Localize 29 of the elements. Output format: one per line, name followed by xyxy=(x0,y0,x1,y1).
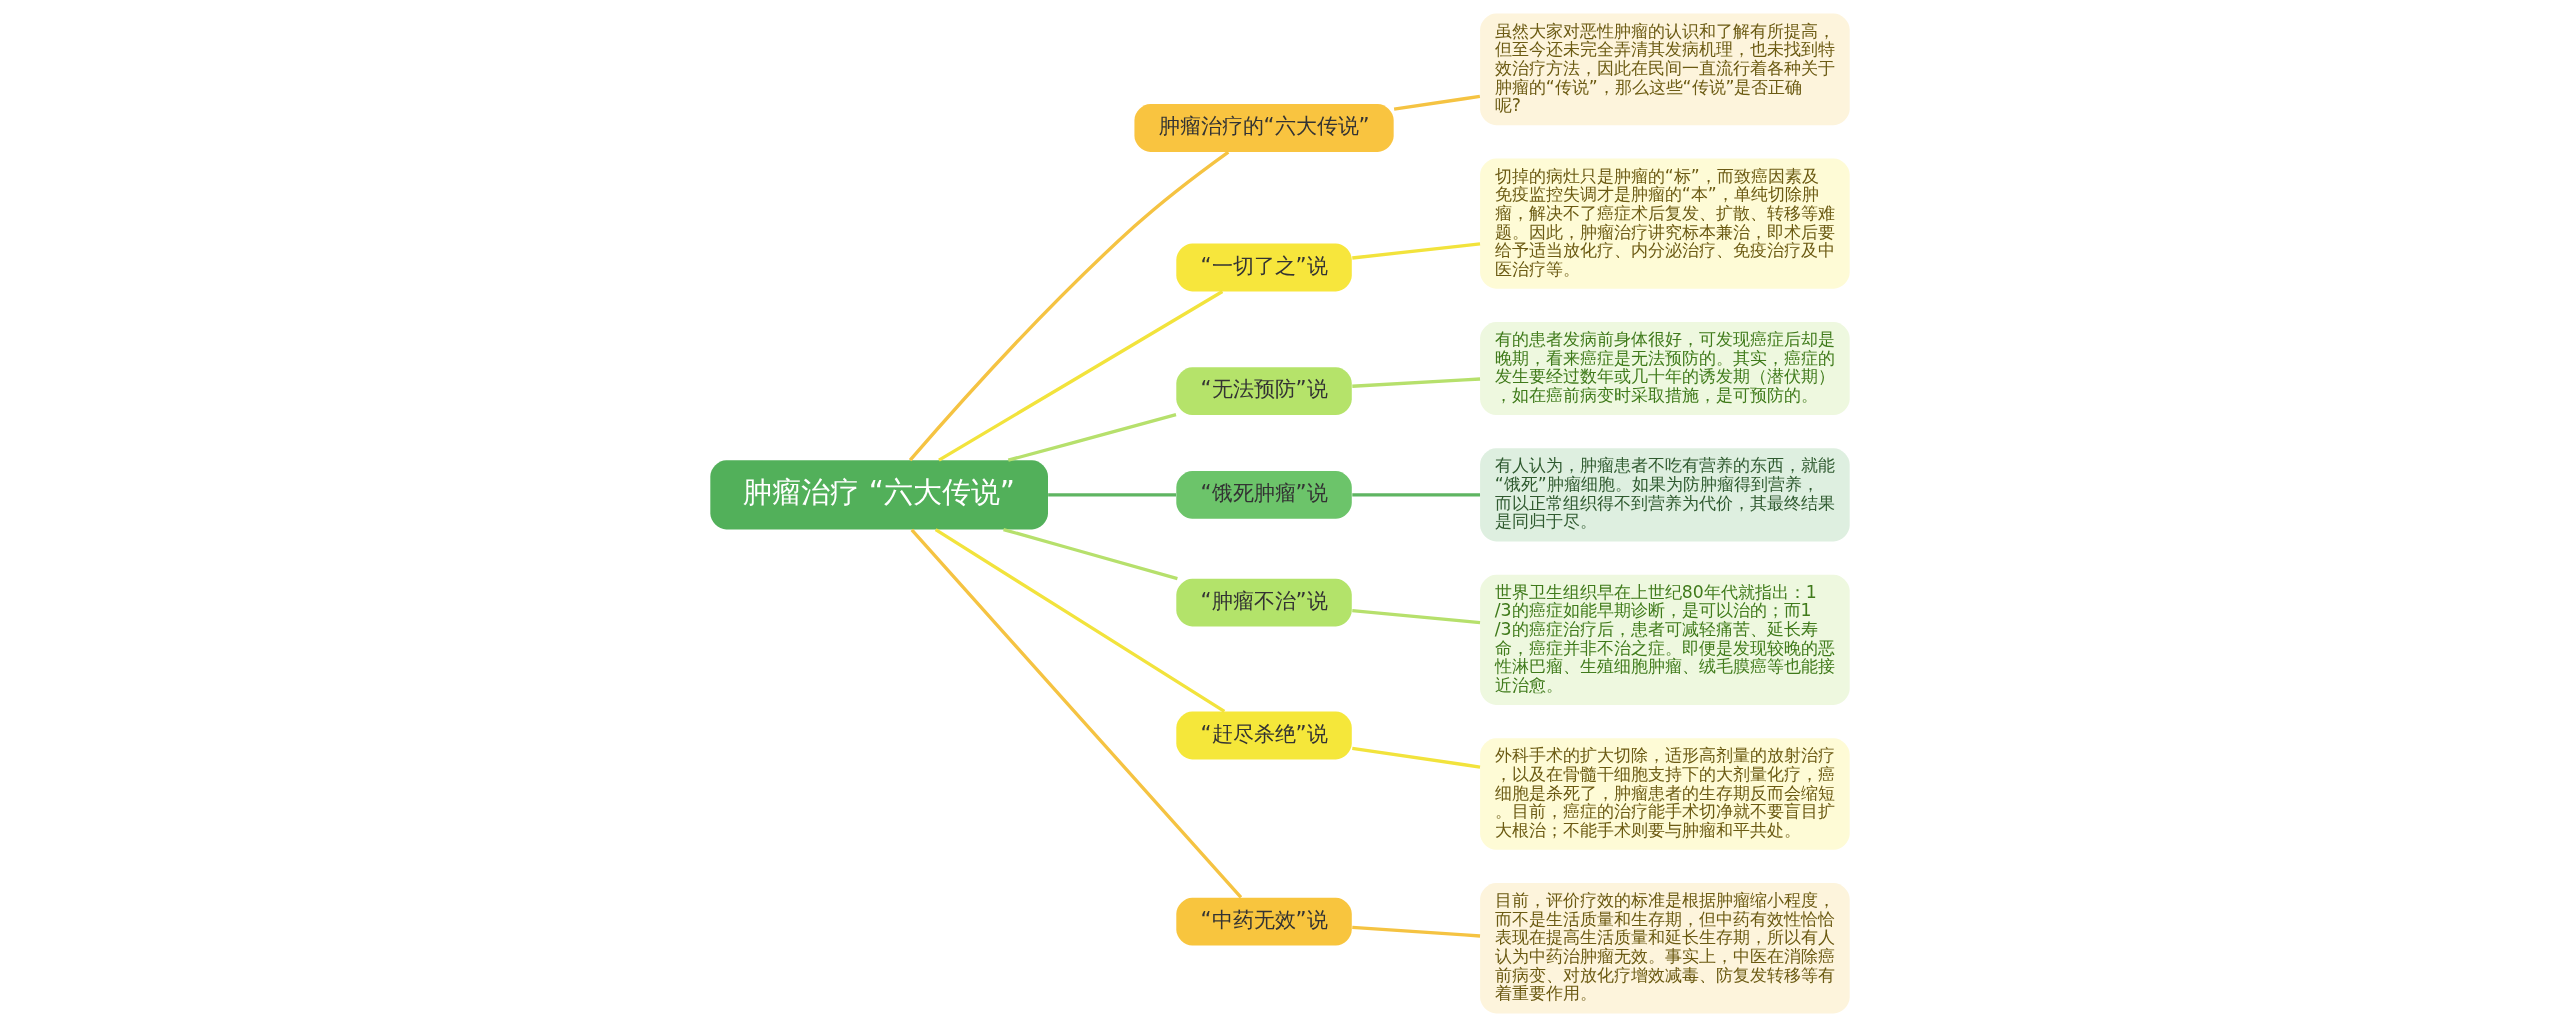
node-box: “肿瘤不治”说 xyxy=(1176,578,1352,627)
node-box: “一切了之”说 xyxy=(1176,243,1352,292)
node-box: 有的患者发病前身体很好，可发现癌症后却是晚期，看来癌症是无法预防的。其实，癌症的发生要经过数年或几十年的诱发期（潜伏期），如在癌前病变时采取措施，是可预防的。 xyxy=(1480,322,1850,416)
connector xyxy=(1048,493,1176,497)
connector xyxy=(1007,413,1177,462)
node-box: 有人认为，肿瘤患者不吃有营养的东西，就能“饿死”肿瘤细胞。如果为防肿瘤得到营养，而以正常组织得不到营养为代价，其最终结果是同归于尽。 xyxy=(1480,448,1850,542)
node-box: 世界卫生组织早在上世纪80年代就指出：1/3的癌症如能早期诊断，是可以治的；而1/3的癌症治疗后，患者可减轻痛苦、延长寿命，癌症并非不治之症。即便是发现较晚的恶性淋巴瘤、生殖细胞肿瘤、绒毛膜癌等也能接近治愈。 xyxy=(1480,574,1850,705)
node-box: 切掉的病灶只是肿瘤的“标”，而致癌因素及免疫监控失调才是肿瘤的“本”，单纯切除肿瘤，解决不了癌症术后复发、扩散、转移等难题。因此，肿瘤治疗讲究标本兼治，即术后要给予适当放化疗、内分泌治疗、免疫治疗及中医治疗等。 xyxy=(1480,158,1850,289)
connector xyxy=(1352,242,1481,260)
connector xyxy=(1352,925,1481,938)
node-box: 目前，评价疗效的标准是根据肿瘤缩小程度，而不是生活质量和生存期，但中药有效性恰恰表现在提高生活质量和延长生存期，所以有人认为中药治肿瘤无效。事实上，中医在消除癌前病变、对放化疗增效减毒、防复发转移等有着重要作用。 xyxy=(1480,883,1850,1014)
connector xyxy=(1352,377,1481,388)
node-box: “饿死肿瘤”说 xyxy=(1176,470,1352,519)
node-box: 虽然大家对恶性肿瘤的认识和了解有所提高，但至今还未完全弄清其发病机理，也未找到特效治疗方法，因此在民间一直流行着各种关于肿瘤的“传说”，那么这些“传说”是否正确呢? xyxy=(1480,13,1850,126)
node-box: “赶尽杀绝”说 xyxy=(1176,711,1352,760)
connector xyxy=(934,528,1226,713)
connector xyxy=(908,150,1230,462)
connector xyxy=(1003,527,1178,581)
connector xyxy=(910,528,1243,899)
node-box: 肿瘤治疗的“六大传说” xyxy=(1134,104,1394,152)
connector xyxy=(1352,746,1481,769)
node-box: 外科手术的扩大切除，适形高剂量的放射治疗，以及在骨髓干细胞支持下的大剂量化疗，癌细胞是杀死了，肿瘤患者的生存期反而会缩短。目前，癌症的治疗能手术切净就不要盲目扩大根治；不能手术则要与肿瘤和平共处。 xyxy=(1480,738,1850,850)
connector xyxy=(1393,94,1481,111)
node-box: “中药无效”说 xyxy=(1176,897,1352,946)
connector xyxy=(1352,609,1481,625)
connector xyxy=(938,290,1224,462)
connector xyxy=(1352,493,1481,497)
node-box: “无法预防”说 xyxy=(1176,367,1352,416)
node-box: 肿瘤治疗 “六大传说” xyxy=(710,460,1048,530)
